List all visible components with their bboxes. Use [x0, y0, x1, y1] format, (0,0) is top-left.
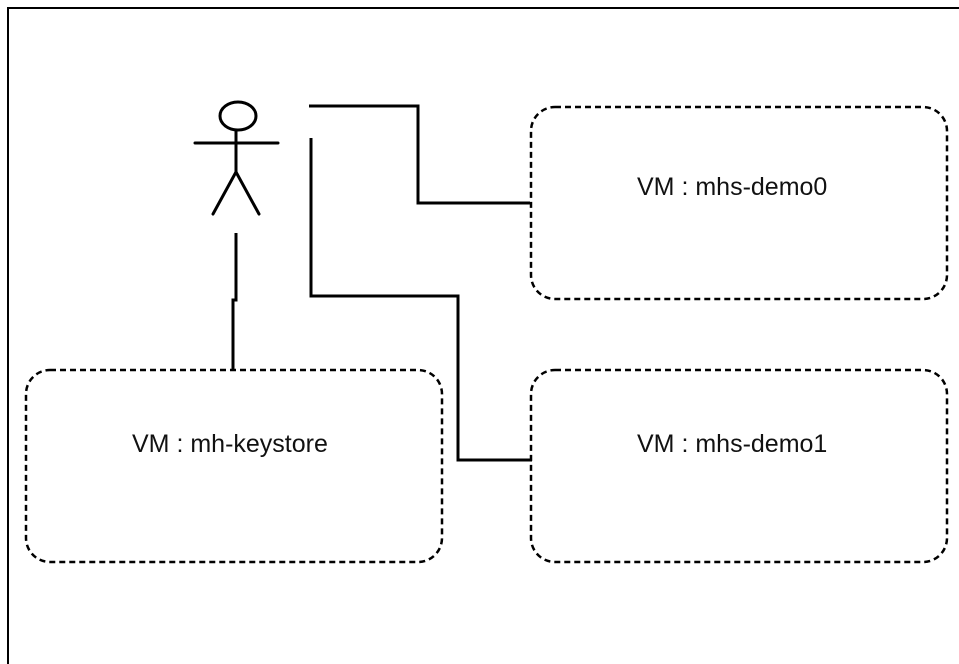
- vm-box-demo0: [529, 105, 949, 301]
- vm-label-demo1: VM : mhs-demo1: [637, 430, 827, 458]
- vm-label-keystore: VM : mh-keystore: [132, 430, 328, 458]
- vm-node-keystore: VM : mh-keystore: [24, 368, 444, 564]
- vm-node-demo1: VM : mhs-demo1: [529, 368, 949, 564]
- vm-box-demo1: [529, 368, 949, 564]
- vm-label-demo0: VM : mhs-demo0: [637, 173, 827, 201]
- connector-actor-keystore: [231, 233, 238, 370]
- connector-actor-demo0: [309, 104, 530, 205]
- person-icon: [193, 100, 280, 216]
- vm-box-keystore: [24, 368, 444, 564]
- vm-node-demo0: VM : mhs-demo0: [529, 105, 949, 301]
- frame-border: [7, 7, 959, 664]
- connector-actor-demo1: [309, 138, 532, 462]
